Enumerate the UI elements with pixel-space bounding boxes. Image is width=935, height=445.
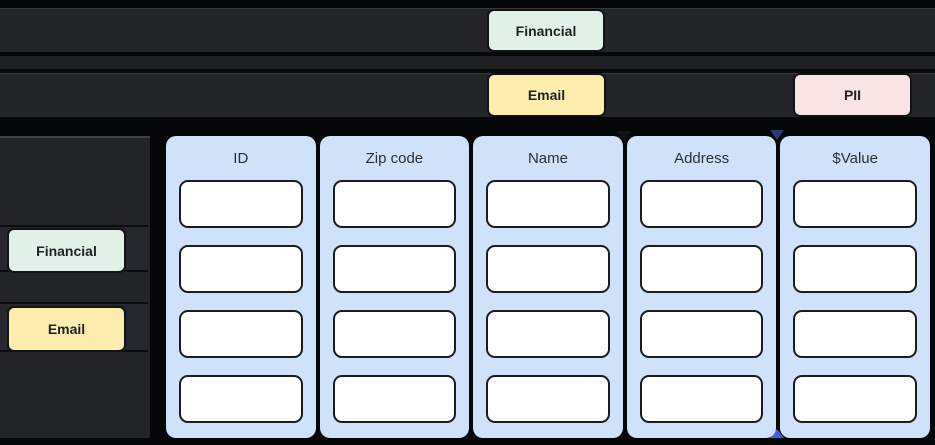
- table-column-value[interactable]: $Value: [780, 136, 930, 438]
- table-cell[interactable]: [332, 375, 457, 423]
- table-cell[interactable]: [793, 245, 917, 293]
- tag-financial-top[interactable]: Financial: [487, 9, 605, 52]
- left-source-panel[interactable]: Financial Email: [0, 136, 150, 438]
- connector-arrow-up-icon: [770, 429, 784, 438]
- tag-pii-top[interactable]: PII: [793, 73, 912, 117]
- column-header-name: Name: [527, 149, 568, 167]
- table-cell[interactable]: [486, 180, 610, 228]
- tag-financial-left[interactable]: Financial: [7, 228, 126, 273]
- table-cell[interactable]: [639, 375, 764, 423]
- table-cell[interactable]: [793, 310, 917, 358]
- top-lane-financial[interactable]: [0, 8, 935, 52]
- table-cell[interactable]: [179, 375, 303, 423]
- table-cell[interactable]: [179, 180, 303, 228]
- tag-email-top[interactable]: Email: [487, 73, 606, 117]
- table-cell[interactable]: [486, 375, 610, 423]
- table-column-name[interactable]: Name: [473, 136, 623, 438]
- table-cell[interactable]: [639, 180, 764, 228]
- table-cell[interactable]: [332, 245, 457, 293]
- data-table: ID Zip code Name Address: [166, 136, 930, 438]
- table-cell[interactable]: [639, 310, 764, 358]
- table-column-zip-code[interactable]: Zip code: [319, 136, 470, 438]
- table-column-address[interactable]: Address: [626, 136, 777, 438]
- table-cell[interactable]: [793, 180, 917, 228]
- tag-email-left[interactable]: Email: [7, 306, 126, 352]
- table-cell[interactable]: [793, 375, 917, 423]
- table-cell[interactable]: [332, 310, 457, 358]
- lane-divider-strip: [0, 56, 935, 69]
- table-cell[interactable]: [486, 310, 610, 358]
- table-column-id[interactable]: ID: [166, 136, 316, 438]
- column-header-address: Address: [674, 149, 730, 167]
- connector-arrow-down-icon: [617, 131, 631, 141]
- top-lane-email-pii[interactable]: [0, 73, 935, 117]
- column-header-value: $Value: [832, 149, 878, 167]
- table-cell[interactable]: [639, 245, 764, 293]
- table-cell[interactable]: [332, 180, 457, 228]
- connector-arrow-down-selected-icon: [770, 130, 784, 140]
- table-cell[interactable]: [179, 310, 303, 358]
- table-cell[interactable]: [486, 245, 610, 293]
- table-cell[interactable]: [179, 245, 303, 293]
- column-header-id: ID: [233, 149, 249, 167]
- column-header-zip-code: Zip code: [365, 149, 424, 167]
